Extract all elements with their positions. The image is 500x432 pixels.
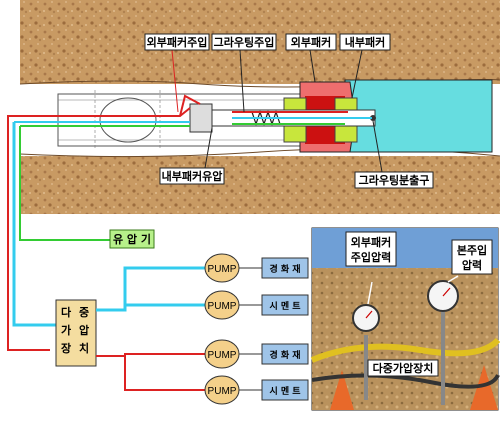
svg-text:압: 압 <box>79 324 89 337</box>
label-grouting-injection: 그라우팅주입 <box>211 33 277 51</box>
svg-text:장: 장 <box>61 341 71 355</box>
svg-text:가: 가 <box>61 323 71 337</box>
svg-text:외부패커: 외부패커 <box>351 235 391 249</box>
svg-text:PUMP: PUMP <box>208 301 237 312</box>
deflated-packer <box>99 97 157 143</box>
cyan-hose-external <box>12 122 56 327</box>
grouting-outlet-point <box>370 115 376 121</box>
svg-text:내부패커: 내부패커 <box>345 35 385 49</box>
pump-3: PUMP <box>204 339 240 369</box>
material-box-4: 시 멘 트 <box>261 379 309 401</box>
label-outer-packer-injection: 외부패커주입 <box>144 33 210 51</box>
svg-text:시 멘 트: 시 멘 트 <box>269 385 301 397</box>
coupling-block <box>189 103 213 133</box>
multi-pressure-device: 다 중 가 압 장 치 <box>55 299 97 367</box>
oil-pressure-unit: 유 압 기 <box>109 229 155 249</box>
svg-text:치: 치 <box>79 341 89 355</box>
label-outer-packer: 외부패커 <box>285 33 337 51</box>
svg-text:유 압 기: 유 압 기 <box>113 232 151 246</box>
svg-text:다중가압장치: 다중가압장치 <box>373 361 434 375</box>
svg-text:시 멘 트: 시 멘 트 <box>269 300 301 312</box>
pump-4: PUMP <box>204 375 240 405</box>
pump-2: PUMP <box>204 290 240 320</box>
label-inner-packer-oil-pressure: 내부패커유압 <box>159 167 225 185</box>
site-photo: 외부패커 주입압력 본주입 압력 다중가압장치 <box>310 227 500 411</box>
svg-text:그라우팅주입: 그라우팅주입 <box>214 35 275 49</box>
svg-text:PUMP: PUMP <box>208 264 237 275</box>
svg-text:중: 중 <box>79 306 89 319</box>
svg-text:PUMP: PUMP <box>208 386 237 397</box>
pump-1: PUMP <box>204 253 240 283</box>
svg-text:경 화 재: 경 화 재 <box>269 263 300 275</box>
svg-text:그라우팅분출구: 그라우팅분출구 <box>359 173 430 187</box>
material-box-3: 경 화 재 <box>261 343 309 365</box>
svg-text:외부패커: 외부패커 <box>291 35 331 49</box>
red-hose-external <box>7 115 50 351</box>
svg-text:주입압력: 주입압력 <box>351 251 391 264</box>
green-hose-external <box>19 126 110 241</box>
svg-text:경 화 재: 경 화 재 <box>269 349 300 361</box>
label-inner-packer: 내부패커 <box>339 33 391 51</box>
material-box-1: 경 화 재 <box>261 257 309 279</box>
svg-text:PUMP: PUMP <box>208 350 237 361</box>
svg-text:외부패커주입: 외부패커주입 <box>147 35 208 49</box>
material-box-2: 시 멘 트 <box>261 294 309 316</box>
svg-text:내부패커유압: 내부패커유압 <box>162 169 223 183</box>
svg-text:압력: 압력 <box>462 259 482 272</box>
svg-text:다: 다 <box>61 305 72 319</box>
label-grouting-outlet: 그라우팅분출구 <box>354 171 434 189</box>
svg-text:본주입: 본주입 <box>457 244 487 257</box>
